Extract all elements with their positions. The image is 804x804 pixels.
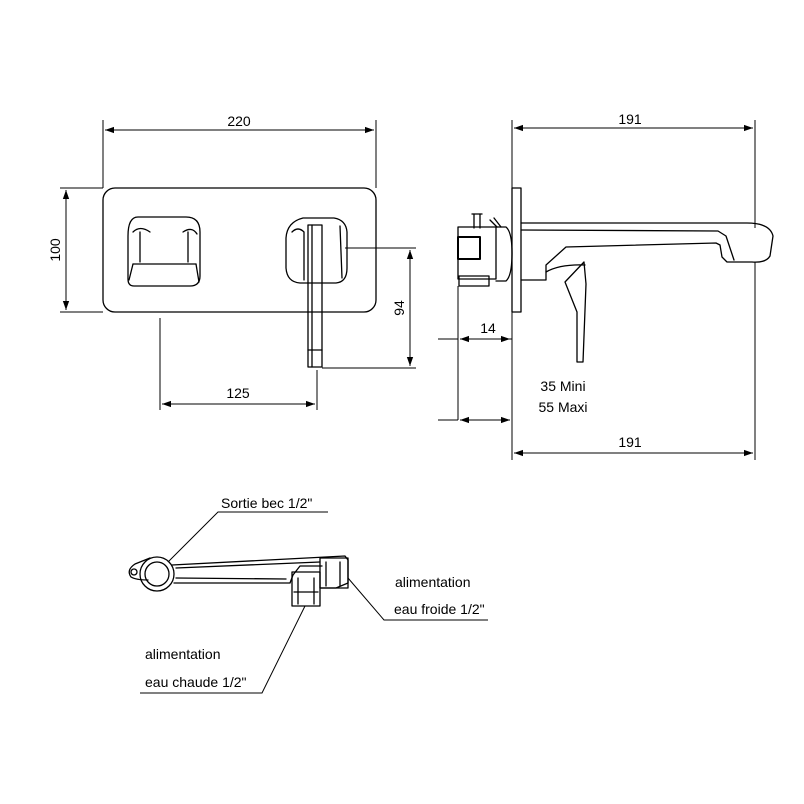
label-spout-outlet: Sortie bec 1/2" <box>221 495 312 511</box>
side-spout-icon <box>520 222 774 281</box>
top-spout-icon <box>128 555 349 607</box>
label-hot-supply-2: eau chaude 1/2" <box>145 674 247 690</box>
right-lever-icon <box>285 217 348 368</box>
dim-side-bottom: 191 <box>618 434 642 450</box>
label-hot-supply-1: alimentation <box>145 646 221 662</box>
dim-side-top: 191 <box>618 111 642 127</box>
side-view: 191 191 14 35 Mini 55 Maxi <box>438 111 774 460</box>
left-handle-icon <box>127 216 201 287</box>
label-cold-supply-1: alimentation <box>395 574 471 590</box>
dim-body-depth: 14 <box>480 320 496 336</box>
front-plate <box>102 187 377 313</box>
front-view: 220 100 125 94 <box>47 113 416 410</box>
dim-mini: 35 Mini <box>540 378 585 394</box>
top-view: Sortie bec 1/2" alimentation eau froide … <box>128 495 488 694</box>
side-body-icon <box>457 213 513 287</box>
dim-height-front: 100 <box>47 238 63 262</box>
label-cold-supply-2: eau froide 1/2" <box>394 601 485 617</box>
dim-width-front: 220 <box>227 113 251 129</box>
dim-maxi: 55 Maxi <box>538 399 587 415</box>
side-lever-icon <box>564 261 587 363</box>
dim-lever-drop: 94 <box>391 300 407 316</box>
dim-lever-offset: 125 <box>226 385 250 401</box>
side-wall-plate <box>511 187 522 313</box>
